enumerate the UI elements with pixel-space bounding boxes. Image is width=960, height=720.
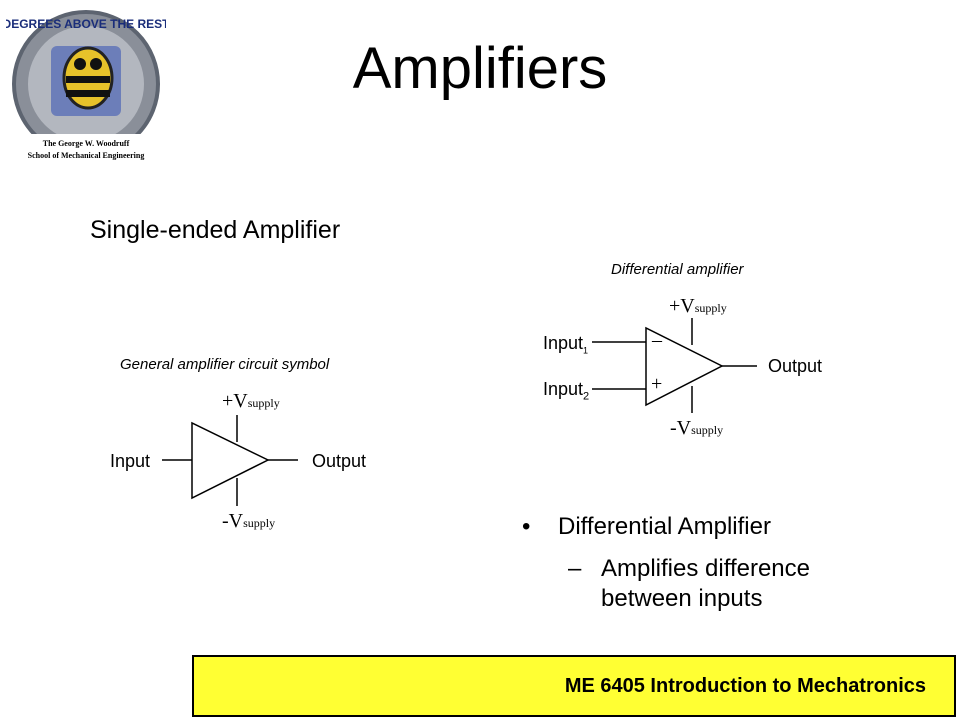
sub-bullet-text: Amplifies difference between inputs [601, 555, 810, 612]
slide-title: Amplifiers [352, 36, 608, 101]
georgia-tech-me-logo: DEGREES ABOVE THE REST The George W. Woo… [6, 10, 166, 162]
bullet-text: Differential Amplifier [558, 513, 771, 540]
course-footer-text: ME 6405 Introduction to Mechatronics [564, 675, 926, 697]
diff-vplus-label: +Vsupply [669, 295, 727, 317]
sub-bullet-dash: – [568, 555, 582, 582]
single-diagram-caption: General amplifier circuit symbol [120, 356, 330, 373]
diff-inverting-sign: – [652, 329, 662, 351]
diff-output-label: Output [768, 356, 823, 376]
bullet-marker: • [522, 513, 531, 540]
logo-line2: School of Mechanical Engineering [28, 151, 145, 160]
diff-noninverting-sign: + [651, 373, 663, 395]
sub-bullet-item: – Amplifies difference between inputs [568, 554, 868, 614]
diff-vminus-label: -Vsupply [670, 417, 724, 439]
bullet-item: • Differential Amplifier [522, 513, 771, 541]
single-output-label: Output [312, 451, 367, 471]
logo-line1: The George W. Woodruff [43, 139, 130, 148]
course-footer: ME 6405 Introduction to Mechatronics [192, 655, 956, 717]
diff-input2-label: Input2 [543, 379, 590, 403]
logo-arc-text: DEGREES ABOVE THE REST [6, 17, 166, 31]
diff-input1-label: Input1 [543, 333, 589, 356]
slide-subtitle: Single-ended Amplifier [90, 216, 341, 244]
single-input-label: Input [110, 451, 151, 471]
diff-diagram-caption: Differential amplifier [611, 261, 744, 278]
single-vplus-label: +Vsupply [222, 390, 280, 412]
single-vminus-label: -Vsupply [222, 510, 276, 532]
